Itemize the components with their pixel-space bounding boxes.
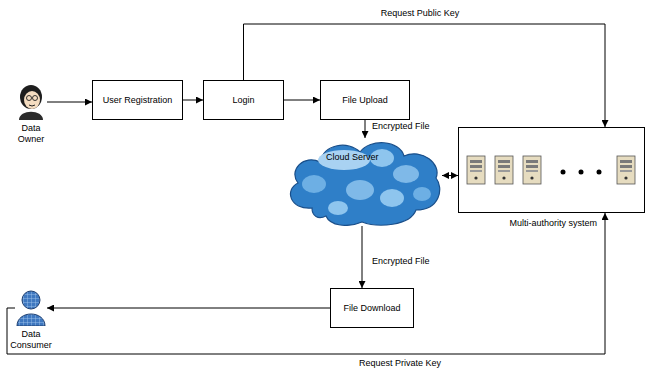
cloud-bubble: [380, 189, 404, 207]
edge-label: Request Public Key: [380, 8, 461, 19]
cloud-shape: [282, 138, 442, 226]
icon-face: [24, 91, 40, 109]
server-icon: [467, 156, 485, 184]
ellipsis-dot: [579, 170, 584, 175]
server-icon: [617, 156, 635, 184]
data-owner: Data Owner: [15, 84, 47, 120]
ellipsis-dot: [597, 170, 602, 175]
icon-head: [22, 291, 40, 309]
arrow-connector: [244, 24, 606, 127]
edge-label: Encrypted File: [371, 121, 431, 132]
ellipsis-dot: [561, 170, 566, 175]
icon-glasses: [33, 96, 38, 101]
server-group: [459, 128, 644, 212]
arrow-connector: [284, 100, 320, 101]
edge-label: Request Private Key: [358, 358, 442, 369]
process-box: Login: [203, 80, 284, 120]
icon-hair: [20, 85, 42, 109]
cloud-bubble: [328, 201, 348, 215]
arrow-connector: [183, 100, 203, 101]
server-icon: [495, 156, 513, 184]
icon-glasses: [27, 96, 32, 101]
process-box: File Download: [330, 288, 414, 328]
node-label: User Registration: [103, 95, 173, 106]
process-box: File Upload: [320, 80, 410, 120]
arrow-connector: [362, 226, 363, 288]
node-label: Data Consumer: [8, 329, 54, 351]
consumer-icon: [15, 290, 47, 326]
node-label: Cloud Server: [326, 152, 379, 163]
arrow-connector: [365, 120, 366, 138]
node-label: Data Owner: [8, 123, 54, 145]
server-icon: [523, 156, 541, 184]
cloud-server: Cloud Server: [282, 138, 442, 226]
icon-mouth: [29, 105, 35, 106]
arrow-connector: [47, 308, 330, 309]
owner-icon: [15, 84, 47, 120]
node-label: Multi-authority system: [509, 218, 597, 229]
icon-body: [19, 112, 43, 120]
data-consumer: Data Consumer: [15, 290, 47, 326]
cloud-outline: [290, 143, 439, 226]
cloud-bubble: [393, 165, 419, 183]
process-box: User Registration: [92, 80, 183, 120]
cloud-bubble: [302, 175, 326, 193]
node-label: File Upload: [342, 95, 388, 106]
node-label: Login: [232, 95, 254, 106]
cloud-bubble: [346, 180, 374, 200]
authority-system: Multi-authority system: [458, 127, 645, 213]
cloud-bubble: [413, 187, 431, 201]
node-label: File Download: [343, 303, 400, 314]
edge-label: Encrypted File: [371, 256, 431, 267]
icon-body: [17, 314, 45, 326]
arrow-connector: [47, 102, 92, 103]
arrow-connector: [442, 175, 458, 176]
arrow-connector: [7, 213, 605, 354]
